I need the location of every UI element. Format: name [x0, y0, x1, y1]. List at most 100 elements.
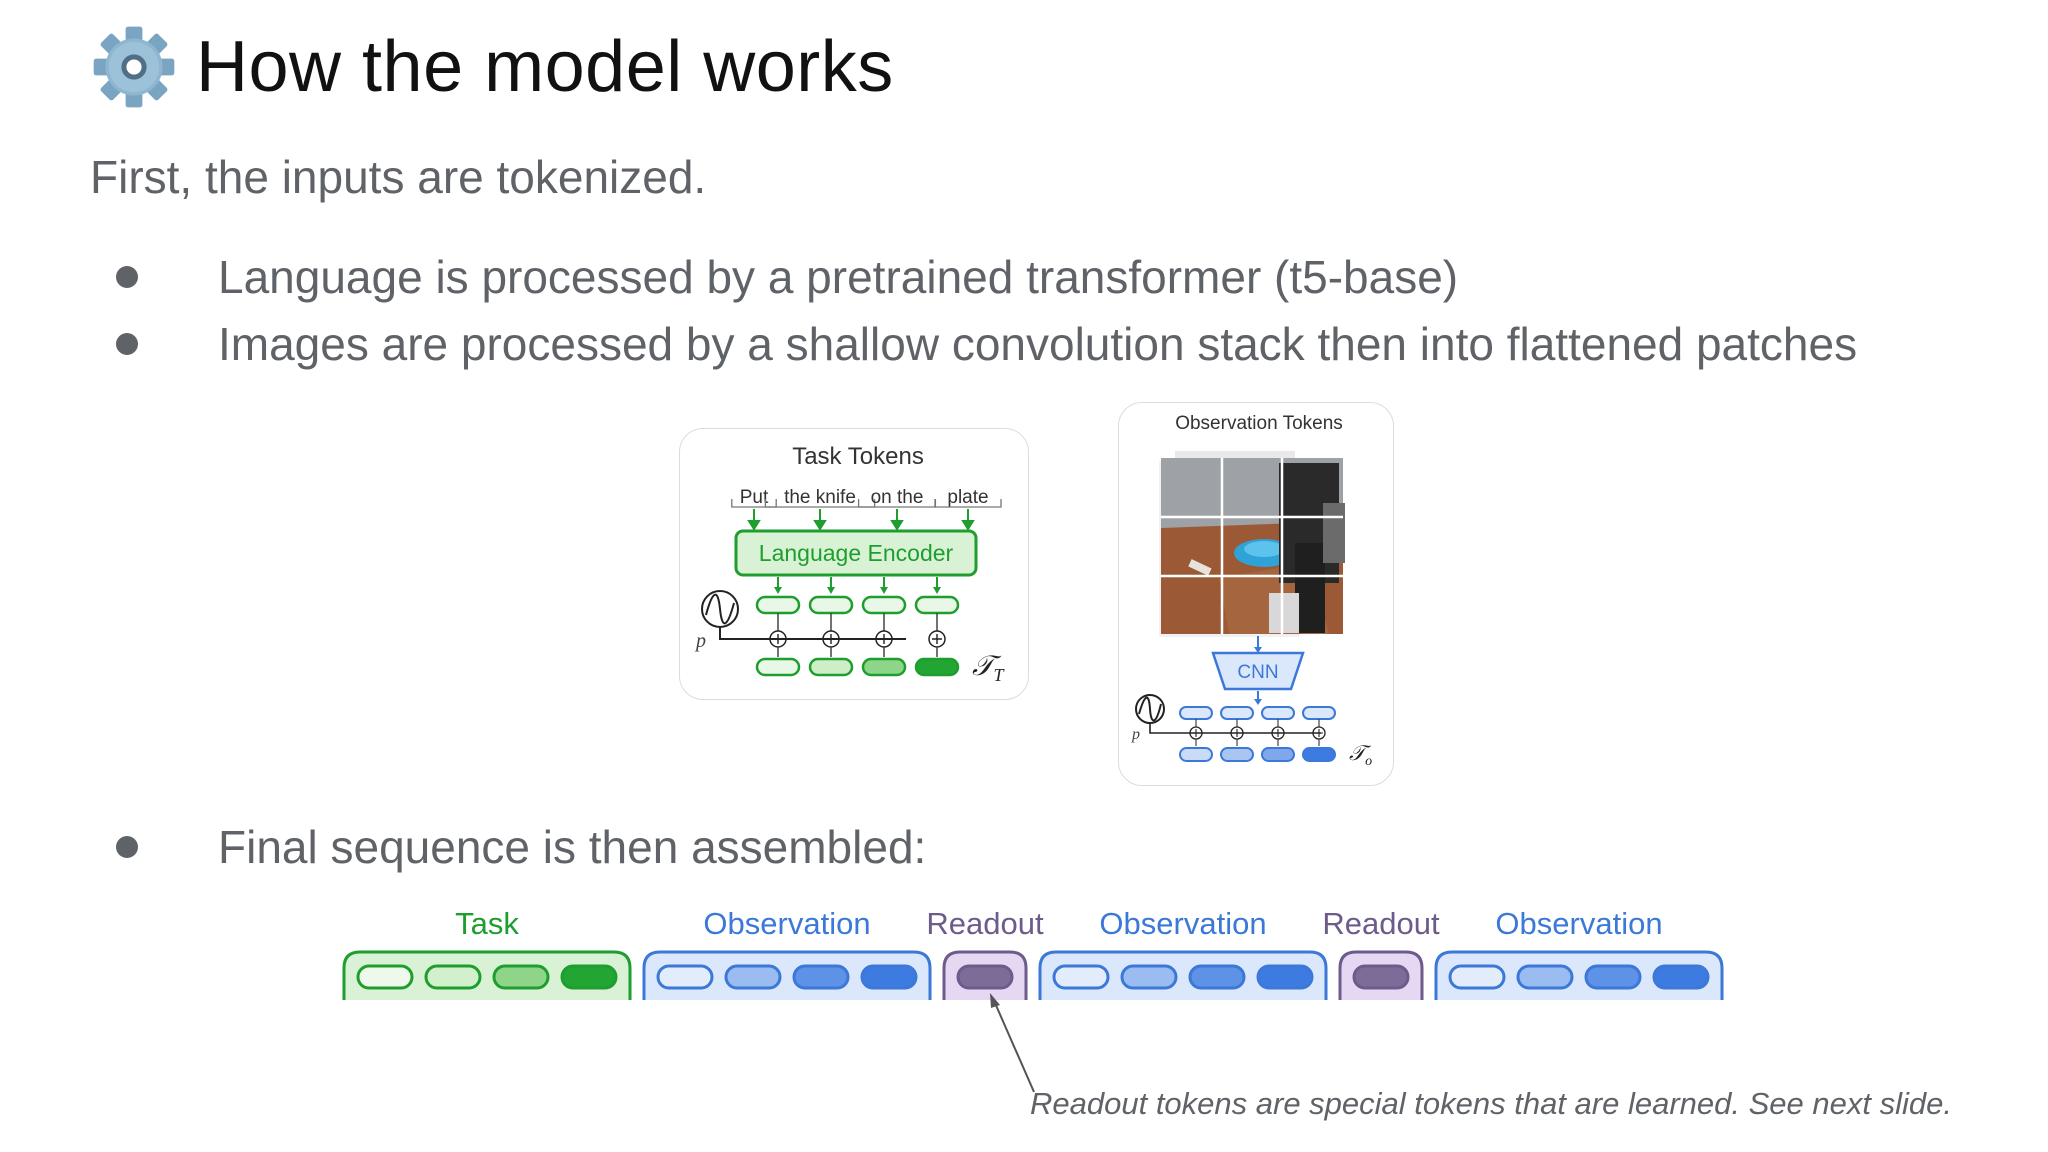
bullet-item: Final sequence is then assembled:: [116, 820, 926, 874]
obs-token: [1179, 747, 1213, 762]
bullet-dot: [116, 266, 138, 288]
sequence-token: [792, 964, 850, 990]
readout-pointer-arrowhead: [990, 993, 1000, 1008]
arrow-head: [880, 587, 888, 594]
arrow-head: [827, 587, 835, 594]
arrow-head: [890, 520, 904, 531]
task-embedding-token: [914, 595, 960, 615]
sequence-token: [356, 964, 414, 990]
sequence-token: [1352, 964, 1410, 990]
title-row: How the model works: [92, 22, 894, 112]
sequence-token: [1256, 964, 1314, 990]
arrow-head: [774, 587, 782, 594]
arrow-head: [813, 520, 827, 531]
bullet-text: Language is processed by a pretrained tr…: [218, 251, 1459, 303]
task-word: the knife: [784, 487, 856, 508]
sequence-token: [424, 964, 482, 990]
obs-embedding-token: [1179, 706, 1213, 720]
sequence-group-box: [642, 950, 932, 1000]
task-tokens-panel: Task Tokens Put the knife on the plate Lang…: [679, 428, 1029, 700]
word-bracket: [731, 499, 777, 508]
bullet-text: Images are processed by a shallow convol…: [218, 318, 1858, 370]
sequence-group-fill: [1040, 952, 1326, 1000]
task-tokens-diagram: Task Tokens Put the knife on the plate Lang…: [694, 443, 1005, 685]
obs-embedding-token: [1302, 706, 1336, 720]
obs-pos-label: p: [1131, 726, 1140, 743]
sequence-token: [1516, 964, 1574, 990]
gear-icon: [93, 26, 175, 108]
task-word: plate: [947, 487, 988, 508]
word-bracket: [764, 499, 876, 508]
arrow-head: [933, 587, 941, 594]
sequence-token: [1188, 964, 1246, 990]
sequence-group-box: [1038, 950, 1328, 1000]
sequence-token: [1120, 964, 1178, 990]
sequence-group-fill: [644, 952, 930, 1000]
obs-embedding-token: [1220, 706, 1254, 720]
language-encoder-label: Language Encoder: [759, 540, 954, 566]
assembled-sequence-diagram: Task Observation Readout Observation Readout…: [342, 906, 1724, 1093]
positional-encoding-icon: [701, 590, 906, 640]
plus-glyph: [932, 634, 942, 644]
cnn-label: CNN: [1237, 662, 1278, 683]
task-embedding-token: [808, 595, 854, 615]
observation-tokens-panel: Observation Tokens CNN: [1118, 402, 1394, 786]
sequence-group-label: Readout: [926, 906, 1044, 941]
task-token: [755, 657, 801, 677]
sequence-token: [656, 964, 714, 990]
observation-tokens-diagram: Observation Tokens CNN: [1131, 413, 1372, 769]
sequence-token: [1052, 964, 1110, 990]
page-title: How the model works: [196, 27, 894, 107]
sequence-group-fill: [344, 952, 630, 1000]
task-pos-label: p: [694, 630, 706, 652]
arrow-head: [961, 520, 975, 531]
task-word: on the: [871, 487, 924, 508]
task-embedding-token: [755, 595, 801, 615]
readout-pointer-line: [994, 1002, 1035, 1093]
cnn-box: [1211, 651, 1305, 691]
obs-token: [1220, 747, 1254, 762]
sequence-group-fill: [1436, 952, 1722, 1000]
obs-token: [1261, 747, 1295, 762]
sequence-token: [492, 964, 550, 990]
obs-token: [1302, 747, 1336, 762]
sequence-group-box: [1338, 950, 1424, 1000]
arrow-head: [747, 520, 761, 531]
task-output-label: 𝒯T: [972, 651, 1005, 685]
sequence-group-box: [942, 950, 1028, 1000]
bullet-item: Language is processed by a pretrained tr…: [116, 250, 1458, 304]
sequence-token: [1652, 964, 1710, 990]
task-panel-title: Task Tokens: [792, 443, 924, 470]
sequence-group-label: Observation: [703, 906, 870, 941]
sequence-group-box: [1434, 950, 1724, 1000]
sequence-token: [860, 964, 918, 990]
obs-embedding-token: [1261, 706, 1295, 720]
sequence-group-label: Observation: [1495, 906, 1662, 941]
positional-encoding-icon: [1135, 694, 1321, 734]
sequence-group-label: Readout: [1322, 906, 1440, 941]
sequence-token: [1584, 964, 1642, 990]
sequence-token: [560, 964, 618, 990]
language-encoder-box: [734, 529, 978, 577]
task-word: Put: [740, 487, 769, 508]
sequence-group-box: [342, 950, 632, 1000]
bullet-text: Final sequence is then assembled:: [218, 821, 927, 873]
obs-output-label: 𝒯o: [1349, 741, 1372, 769]
sequence-token: [956, 964, 1014, 990]
bullet-dot: [116, 333, 138, 355]
sequence-group-label: Task: [455, 906, 519, 941]
task-embedding-token: [861, 595, 907, 615]
sequence-group-label: Observation: [1099, 906, 1266, 941]
task-token: [861, 657, 907, 677]
patch-grid: [1161, 458, 1343, 634]
sequence-token: [1448, 964, 1506, 990]
word-bracket: [934, 499, 1002, 508]
bullet-item: Images are processed by a shallow convol…: [116, 317, 1857, 371]
task-token: [914, 657, 960, 677]
readout-caption: Readout tokens are special tokens that a…: [1030, 1086, 1952, 1121]
sequence-token: [724, 964, 782, 990]
robot-scene-image: [1159, 451, 1345, 637]
bullet-dot: [116, 836, 138, 858]
task-token: [808, 657, 854, 677]
obs-panel-title: Observation Tokens: [1175, 413, 1343, 434]
